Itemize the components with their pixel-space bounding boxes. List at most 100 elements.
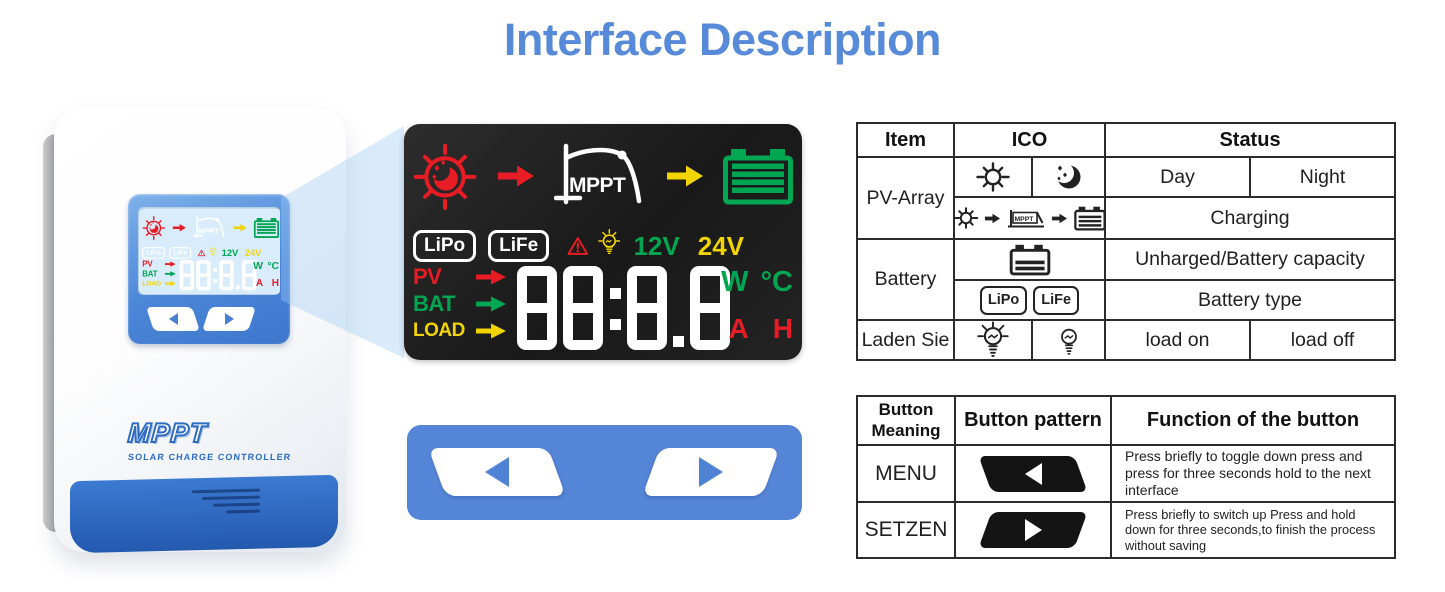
charging-sequence-icon: MPPT bbox=[953, 205, 1107, 232]
mppt-box-icon: MPPT bbox=[1007, 210, 1044, 228]
menu-button-pattern bbox=[978, 455, 1088, 492]
warning-icon bbox=[197, 249, 206, 257]
table-cell bbox=[955, 240, 1106, 281]
battery-icon bbox=[723, 149, 793, 205]
col-header-button-meaning: Button Meaning bbox=[858, 397, 956, 446]
sun-moon-icon bbox=[413, 143, 477, 210]
battery-small-icon bbox=[1009, 244, 1050, 275]
status-night: Night bbox=[1251, 158, 1394, 198]
button-function-table: Button Meaning Button pattern Function o… bbox=[856, 395, 1396, 559]
device-front-panel: MPPT LiPo LiFe bbox=[128, 194, 290, 344]
amp-hour-labels: A H bbox=[256, 277, 279, 289]
right-arrow-icon bbox=[224, 313, 234, 325]
setzen-button-image bbox=[642, 448, 780, 496]
yellow-arrow-icon bbox=[233, 223, 247, 232]
load-arrow-icon bbox=[476, 323, 506, 339]
pv-label: PV bbox=[142, 259, 153, 269]
setzen-function-text: Press briefly to switch up Press and hol… bbox=[1125, 506, 1376, 553]
load-label: LOAD bbox=[142, 279, 161, 288]
lipo-badge: LiPo bbox=[979, 285, 1028, 315]
device-lcd-screen: MPPT LiPo LiFe bbox=[138, 207, 280, 295]
watt-celsius-labels: W °C bbox=[253, 260, 279, 272]
table-cell bbox=[956, 446, 1112, 503]
charge-controller-device: MPPT LiPo LiFe bbox=[40, 104, 352, 574]
lcd-middle-row: LiPo LiFe 12V 24V bbox=[413, 224, 744, 268]
pv-arrow-icon bbox=[476, 269, 506, 285]
pv-row: PV bbox=[142, 259, 176, 269]
celsius-label: °C bbox=[267, 260, 280, 272]
left-arrow-icon bbox=[485, 457, 509, 487]
life-badge: LiFe bbox=[488, 230, 550, 262]
icon-status-table: Item ICO Status PV-Array D bbox=[856, 122, 1396, 361]
bulb-off-icon bbox=[1060, 328, 1077, 355]
life-badge: LiFe bbox=[1033, 285, 1080, 315]
life-badge: LiFe bbox=[169, 247, 192, 259]
row-label-menu: MENU bbox=[858, 446, 956, 503]
pv-arrow-icon bbox=[164, 261, 176, 267]
red-arrow-icon bbox=[497, 165, 534, 187]
mppt-curve-icon: MPPT bbox=[193, 216, 225, 238]
amp-hour-labels: A H bbox=[729, 313, 793, 345]
status-battery-type: Battery type bbox=[1106, 281, 1394, 321]
device-right-button bbox=[202, 307, 256, 331]
battery-icon bbox=[253, 218, 280, 238]
pv-row: PV bbox=[413, 264, 507, 289]
row-label-battery: Battery bbox=[858, 240, 955, 321]
table-cell bbox=[1033, 158, 1106, 198]
sun-moon-icon bbox=[142, 216, 166, 240]
bat-arrow-icon bbox=[164, 271, 176, 277]
sun-icon bbox=[953, 207, 978, 229]
arrow-right-icon bbox=[984, 213, 1000, 223]
volt-12-label: 12V bbox=[633, 230, 680, 261]
col-header-ico: ICO bbox=[955, 124, 1106, 158]
watt-celsius-labels: W °C bbox=[721, 266, 793, 299]
pv-label: PV bbox=[413, 264, 442, 289]
yellow-arrow-icon bbox=[666, 165, 703, 187]
bulb-icon bbox=[208, 246, 217, 256]
setzen-button-pattern bbox=[978, 512, 1088, 548]
warning-icon bbox=[567, 237, 589, 255]
lipo-badge: LiPo bbox=[413, 230, 477, 262]
logo-subtitle: SOLAR CHARGE CONTROLLER bbox=[127, 452, 292, 462]
menu-button-image bbox=[428, 448, 566, 496]
seven-segment-display bbox=[517, 266, 730, 352]
mppt-curve-icon: MPPT bbox=[554, 143, 642, 205]
table-cell bbox=[1033, 321, 1106, 359]
table-cell bbox=[955, 321, 1033, 359]
mppt-icon-label: MPPT bbox=[569, 174, 626, 197]
load-arrow-icon bbox=[164, 280, 176, 287]
table-cell: MPPT bbox=[953, 198, 1107, 240]
row-label-setzen: SETZEN bbox=[858, 503, 956, 557]
watt-label: W bbox=[721, 266, 749, 298]
vent-grille-icon bbox=[188, 488, 260, 515]
button-strip bbox=[407, 425, 802, 520]
battery-small-icon bbox=[1073, 206, 1106, 230]
hour-label: H bbox=[772, 313, 793, 344]
col-header-item: Item bbox=[858, 124, 955, 158]
red-arrow-icon bbox=[172, 223, 186, 232]
device-left-button bbox=[146, 307, 200, 331]
bat-arrow-icon bbox=[476, 296, 506, 312]
mppt-logo: MPPT bbox=[126, 417, 209, 449]
bat-label: BAT bbox=[142, 269, 158, 279]
lcd-display: MPPT LiPo LiFe bbox=[404, 124, 802, 360]
bat-row: BAT bbox=[142, 269, 176, 279]
bat-row: BAT bbox=[413, 291, 507, 316]
col-header-function: Function of the button bbox=[1112, 397, 1394, 446]
table-cell: LiPo LiFe bbox=[955, 281, 1106, 321]
col-header-button-pattern: Button pattern bbox=[956, 397, 1112, 446]
lcd-channel-labels: PV BAT LOAD bbox=[413, 264, 507, 347]
volt-24-label: 24V bbox=[244, 247, 262, 259]
mppt-box-label: MPPT bbox=[1014, 216, 1034, 223]
celsius-label: °C bbox=[760, 266, 793, 298]
page-title: Interface Description bbox=[503, 14, 942, 65]
lcd-channel-labels: PV BAT LOAD bbox=[142, 259, 176, 289]
right-arrow-icon bbox=[699, 457, 723, 487]
lcd-middle-row: LiPo LiFe 12V 24V bbox=[142, 245, 261, 261]
load-row: LOAD bbox=[413, 320, 507, 342]
amp-label: A bbox=[728, 313, 749, 344]
table-cell bbox=[955, 158, 1033, 198]
watt-label: W bbox=[253, 260, 264, 272]
menu-function-text: Press briefly to toggle down press and p… bbox=[1112, 446, 1394, 503]
